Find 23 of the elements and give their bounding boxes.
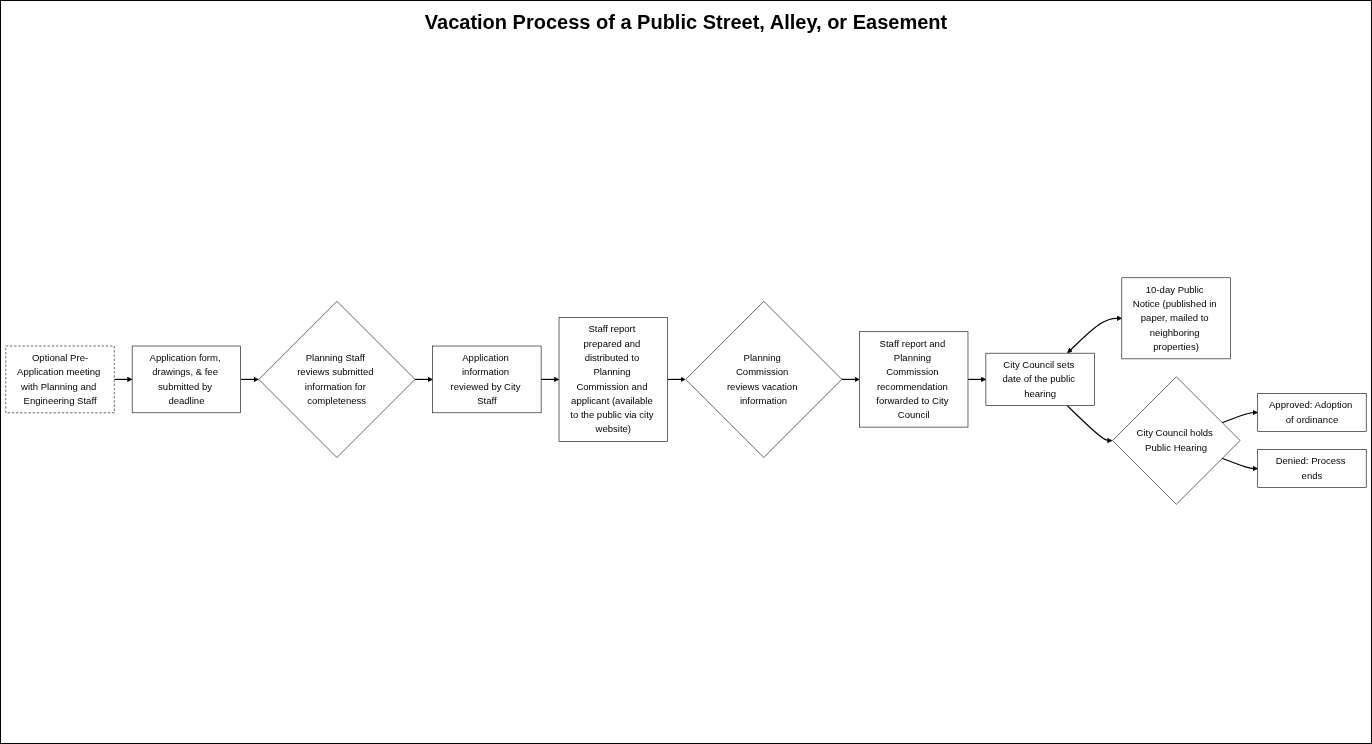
node-box: 10-day Public Notice (published in paper, mailed to neighboring properties) [1121,277,1231,360]
node-box: City Council sets date of the public hearing [985,353,1095,407]
node-box: Optional Pre-Application meeting with Planning and Engineering Staff [5,346,115,414]
arrow [841,377,860,383]
diagram-title: Vacation Process of a Public Street, Alley, or Easement [424,11,948,34]
arrow [666,377,686,383]
node-box: Staff report and Planning Commission recommendation forwarded to City Council [859,331,969,428]
node-diamond: Planning Staff reviews submitted information for completeness [258,301,416,459]
node-box: Denied: Process ends [1257,449,1367,489]
node-diamond: Planning Commission reviews vacation information [685,301,843,459]
node-diamond: City Council holds Public Hearing [1112,376,1241,506]
node-box: Application information reviewed by City Staff [432,346,542,414]
arrow [414,377,433,383]
node-box: Approved: Adoption of ordinance [1257,393,1367,433]
arrow [967,377,987,383]
arrow [240,377,259,383]
arrow [1066,405,1113,444]
node-box: Application form, drawings, & fee submitted by deadline [131,346,241,414]
arrow [540,377,560,383]
arrow [1067,316,1123,354]
arrow [1221,410,1258,424]
arrow [113,377,133,383]
node-box: Staff report prepared and distributed to Planning Commission and applicant (available to the public via city website) [558,317,668,443]
